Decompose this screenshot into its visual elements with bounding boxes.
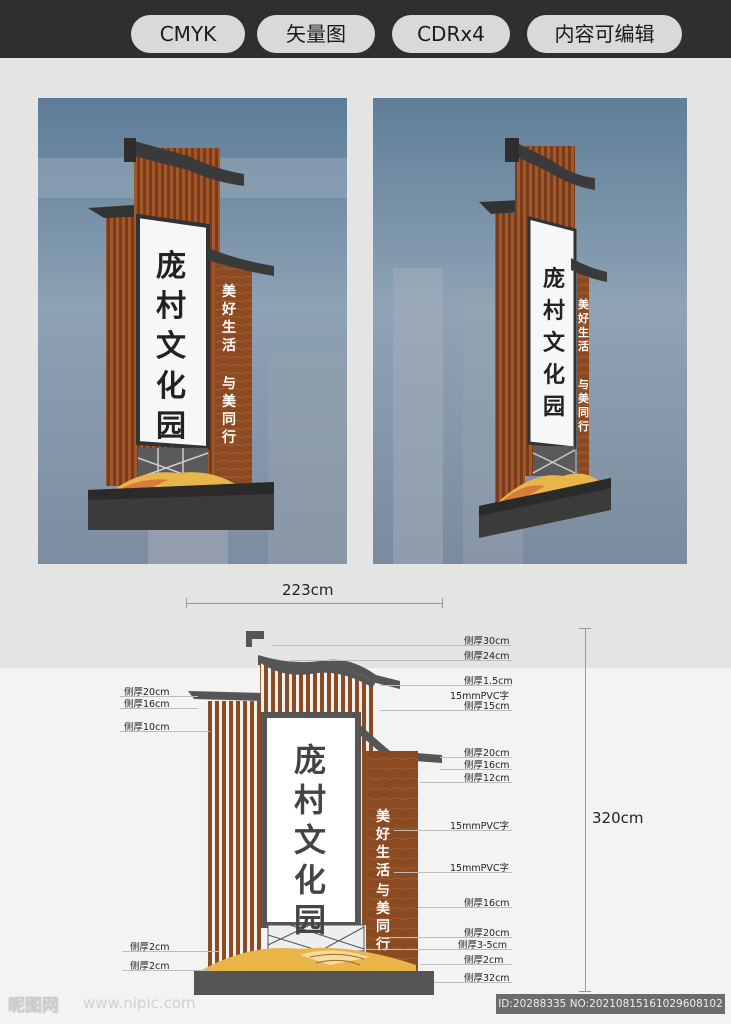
annotation-right-line-14: [434, 982, 512, 983]
render1-slogan-1: 好: [221, 301, 236, 318]
elev-char-3: 化: [294, 861, 326, 899]
annotation-left-3: 侧厚2cm: [130, 942, 170, 953]
elev-slogan-6: 同: [376, 919, 390, 935]
watermark-logo: 昵图网: [8, 996, 59, 1016]
annotation-right-3: 15mmPVC字: [450, 691, 509, 702]
annotation-left-0: 侧厚20cm: [124, 687, 170, 698]
annotation-right-6: 侧厚16cm: [464, 760, 510, 771]
elev-char-2: 文: [294, 821, 326, 859]
render1-slogan-5: 美: [222, 393, 237, 410]
annotation-right-line-9: [394, 872, 512, 873]
annotation-right-4: 侧厚15cm: [464, 701, 510, 712]
render1-slogan-7: 行: [221, 429, 236, 446]
render1-slogan-3: 活: [222, 337, 236, 354]
tag-editable: 内容可编辑: [527, 15, 682, 53]
annotation-left-4: 侧厚2cm: [130, 961, 170, 972]
width-dimension: 223cm: [282, 581, 334, 599]
annotation-right-1: 侧厚24cm: [464, 651, 510, 662]
annotation-right-2: 侧厚1.5cm: [464, 676, 513, 687]
height-dimension: 320cm: [592, 809, 644, 827]
height-dimension-tick-top: [579, 628, 591, 629]
annotation-left-1: 侧厚16cm: [124, 699, 170, 710]
render2-char-3: 化: [543, 362, 565, 388]
elev-slogan-7: 行: [375, 936, 390, 953]
elev-char-4: 园: [294, 901, 326, 939]
render1-char-4: 园: [156, 409, 186, 444]
annotation-right-9: 15mmPVC字: [450, 863, 509, 874]
render2-slogan-2: 生: [578, 325, 589, 339]
render1-char-0: 庞: [156, 249, 186, 284]
elev-char-1: 村: [294, 781, 326, 819]
render2-char-0: 庞: [543, 266, 565, 292]
annotation-right-line-0: [272, 645, 512, 646]
elev-slogan-0: 美: [376, 808, 391, 825]
render1-slogan-6: 同: [222, 412, 236, 428]
annotation-right-13: 侧厚2cm: [464, 955, 504, 966]
annotation-right-line-7: [420, 782, 512, 783]
annotation-left-line-3: [122, 951, 220, 952]
annotation-right-line-8: [394, 830, 512, 831]
render2-char-2: 文: [543, 330, 566, 356]
annotation-right-5: 侧厚20cm: [464, 748, 510, 759]
render1-char-2: 文: [156, 329, 186, 364]
render2-slogan-0: 美: [578, 297, 590, 311]
elev-slogan-1: 好: [375, 826, 390, 843]
render1-slogan-4: 与: [222, 376, 236, 392]
annotation-right-7: 侧厚12cm: [464, 773, 510, 784]
width-dimension-tick-right: [442, 598, 443, 608]
annotation-right-line-1: [290, 660, 512, 661]
elevation-drawing: 庞 村 文 化 园 美 好 生 活 与 美 同 行: [180, 625, 450, 997]
watermark-id: ID:20288335 NO:20210815161029608102: [496, 994, 725, 1014]
render1-char-1: 村: [156, 289, 186, 324]
tag-cdr: CDRx4: [392, 15, 510, 53]
width-dimension-tick-left: [186, 598, 187, 608]
render2-slogan-5: 美: [578, 391, 590, 405]
render2-slogan-3: 活: [578, 339, 589, 353]
render2-slogan-1: 好: [577, 311, 589, 325]
annotation-right-10: 侧厚16cm: [464, 898, 510, 909]
annotation-left-line-1: [120, 708, 198, 709]
elev-slogan-2: 生: [376, 844, 390, 861]
elev-slogan-4: 与: [376, 883, 390, 899]
annotation-right-line-12: [364, 949, 512, 950]
annotation-right-8: 15mmPVC字: [450, 821, 509, 832]
tag-cmyk: CMYK: [131, 15, 245, 53]
annotation-left-line-0: [120, 696, 198, 697]
annotation-left-2: 侧厚10cm: [124, 722, 170, 733]
annotation-right-line-4: [380, 710, 512, 711]
render2-slogan-4: 与: [578, 378, 589, 391]
annotation-right-line-2: [380, 685, 512, 686]
annotation-right-line-11: [380, 937, 512, 938]
annotation-right-line-13: [420, 964, 512, 965]
annotation-right-line-10: [418, 907, 512, 908]
annotation-right-14: 侧厚32cm: [464, 973, 510, 984]
render1-slogan-0: 美: [222, 283, 237, 300]
annotation-right-line-5: [440, 757, 512, 758]
elev-slogan-3: 活: [376, 862, 390, 879]
height-dimension-tick-bottom: [579, 991, 591, 992]
tag-vector: 矢量图: [257, 15, 375, 53]
annotation-right-line-6: [440, 769, 512, 770]
render2-char-4: 园: [543, 395, 565, 420]
height-dimension-line: [585, 628, 586, 991]
render1-slogan-2: 生: [222, 319, 236, 336]
render2-slogan-7: 行: [577, 419, 589, 433]
render-front: 庞 村 文 化 园 美 好 生 活 与 美 同 行: [38, 98, 347, 564]
render1-char-3: 化: [156, 369, 186, 404]
width-dimension-line: [186, 603, 442, 604]
render2-slogan-6: 同: [578, 406, 589, 419]
annotation-left-line-4: [122, 970, 212, 971]
annotation-right-11: 侧厚20cm: [464, 928, 510, 939]
annotation-right-0: 侧厚30cm: [464, 636, 510, 647]
render2-char-1: 村: [543, 299, 565, 324]
elev-char-0: 庞: [294, 741, 326, 779]
annotation-left-line-2: [120, 731, 210, 732]
elev-slogan-5: 美: [376, 900, 391, 917]
render-angled: 庞 村 文 化 园 美 好 生 活 与 美 同 行: [373, 98, 687, 564]
watermark-site: www.nipic.com: [83, 994, 196, 1012]
annotation-right-12: 侧厚3-5cm: [458, 940, 507, 951]
